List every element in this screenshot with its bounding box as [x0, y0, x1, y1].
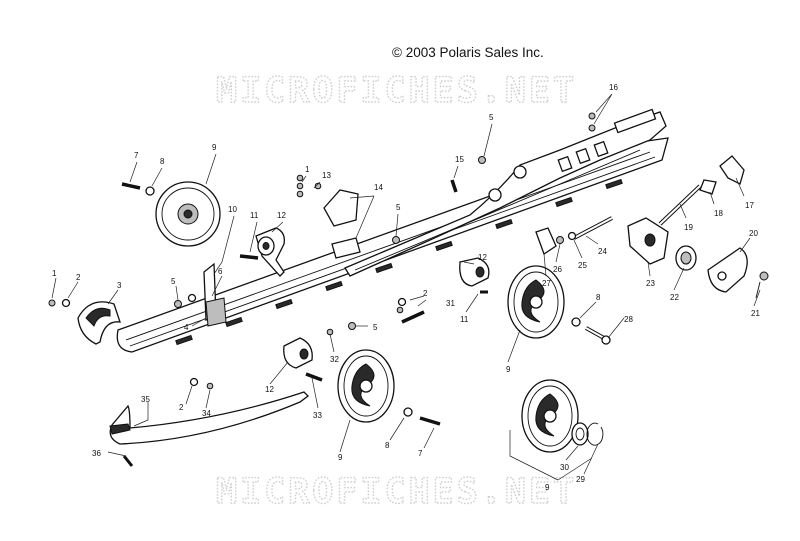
callout-9: 9 — [212, 143, 217, 152]
callout-13: 13 — [322, 171, 331, 180]
callout-8: 8 — [385, 441, 390, 450]
bushing-22 — [675, 245, 697, 271]
callout-25: 25 — [578, 261, 587, 270]
callout-28: 28 — [624, 315, 633, 324]
shaft-19 — [658, 179, 717, 226]
callout-21: 21 — [751, 309, 760, 318]
callout-24: 24 — [598, 247, 607, 256]
bolt-28 — [585, 326, 611, 345]
leader-lines — [51, 93, 761, 481]
copyright-text: © 2003 Polaris Sales Inc. — [392, 45, 544, 60]
axle-spacer-upper — [255, 227, 285, 277]
wheel-upper-left — [155, 181, 221, 247]
callout-17: 17 — [745, 201, 754, 210]
callout-33: 33 — [313, 411, 322, 420]
callout-36: 36 — [92, 449, 101, 458]
upper-rail-plate — [344, 108, 667, 277]
callout-5: 5 — [489, 113, 494, 122]
callout-8: 8 — [596, 293, 601, 302]
wheel-center — [507, 265, 565, 339]
callout-9: 9 — [338, 453, 343, 462]
callout-27: 27 — [542, 279, 551, 288]
rail-tip — [77, 301, 121, 345]
callout-29: 29 — [576, 475, 585, 484]
callout-1: 1 — [52, 269, 57, 278]
callout-11: 11 — [460, 315, 469, 324]
callout-23: 23 — [646, 279, 655, 288]
watermark-bottom: MICROFICHES.NET — [216, 472, 577, 512]
callout-34: 34 — [202, 409, 211, 418]
callout-32: 32 — [330, 355, 339, 364]
callout-5: 5 — [396, 203, 401, 212]
lower-rail — [109, 391, 309, 445]
block-27 — [535, 227, 557, 255]
callout-35: 35 — [141, 395, 150, 404]
callout-11: 11 — [250, 211, 259, 220]
callout-16: 16 — [609, 83, 618, 92]
bracket-6 — [203, 262, 227, 327]
rail-slots — [175, 178, 623, 346]
callout-15: 15 — [455, 155, 464, 164]
callout-6: 6 — [218, 267, 223, 276]
callout-2: 2 — [179, 403, 184, 412]
callout-18: 18 — [714, 209, 723, 218]
watermark-top: MICROFICHES.NET — [216, 71, 577, 111]
callout-5: 5 — [171, 277, 176, 286]
callout-12: 12 — [277, 211, 286, 220]
callout-2: 2 — [423, 289, 428, 298]
callout-30: 30 — [560, 463, 569, 472]
slide-rail — [116, 137, 669, 353]
callout-22: 22 — [670, 293, 679, 302]
bolt-21 — [755, 271, 769, 299]
callout-labels: 7 8 9 10 11 12 1 13 14 5 15 5 16 17 18 1… — [52, 83, 760, 492]
small-hardware — [48, 112, 596, 467]
rear-bracket-17 — [719, 155, 745, 185]
callout-4: 4 — [184, 323, 189, 332]
callout-3: 3 — [117, 281, 122, 290]
callout-9: 9 — [545, 483, 550, 492]
callout-12: 12 — [478, 253, 487, 262]
callout-14: 14 — [374, 183, 383, 192]
axle-spacer-lower — [283, 337, 313, 369]
callout-2: 2 — [76, 273, 81, 282]
callout-10: 10 — [228, 205, 237, 214]
wheel-lower-right — [521, 379, 579, 453]
shaft-24 — [573, 216, 613, 240]
callout-7: 7 — [134, 151, 139, 160]
rear-idler-housing — [627, 217, 669, 265]
bumper-blocks — [323, 189, 361, 259]
axle-spacer-middle — [459, 257, 490, 287]
callout-1: 1 — [305, 165, 310, 174]
callout-19: 19 — [684, 223, 693, 232]
bearing-and-ring — [571, 422, 604, 446]
callout-5: 5 — [373, 323, 378, 332]
callout-20: 20 — [749, 229, 758, 238]
callout-9: 9 — [506, 365, 511, 374]
callout-12: 12 — [265, 385, 274, 394]
callout-26: 26 — [553, 265, 562, 274]
callout-31: 31 — [446, 299, 455, 308]
callout-7: 7 — [418, 449, 423, 458]
callout-8: 8 — [160, 157, 165, 166]
plate-20 — [707, 247, 748, 293]
wheel-lower-middle — [337, 349, 395, 423]
